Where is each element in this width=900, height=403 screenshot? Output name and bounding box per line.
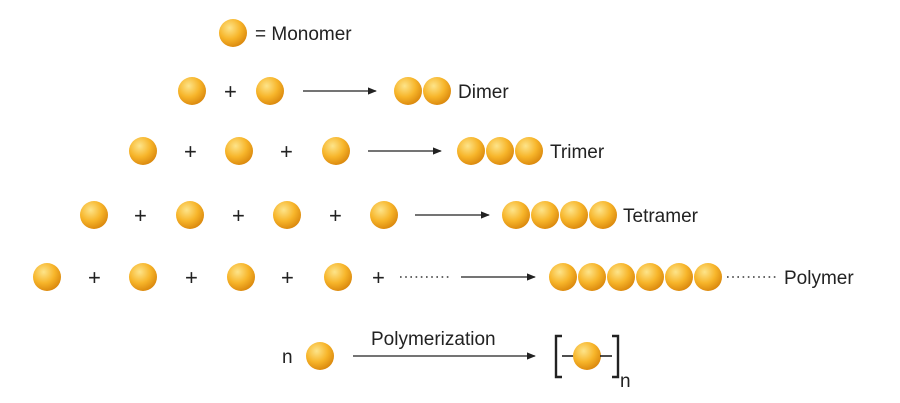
product-bead <box>502 201 530 229</box>
product-bead <box>531 201 559 229</box>
product-bead <box>486 137 514 165</box>
plus-sign: + <box>134 203 147 228</box>
product-label-tetramer: Tetramer <box>623 206 699 227</box>
product-bead <box>515 137 543 165</box>
product-chain-tetramer <box>502 201 617 229</box>
product-bead <box>549 263 577 291</box>
product-bead <box>694 263 722 291</box>
product-bead <box>423 77 451 105</box>
monomer-bead <box>225 137 253 165</box>
plus-sign: + <box>224 79 237 104</box>
plus-sign: + <box>280 139 293 164</box>
product-bead <box>394 77 422 105</box>
product-bead <box>636 263 664 291</box>
repeat-bead <box>573 342 601 370</box>
product-bead <box>457 137 485 165</box>
plus-sign: + <box>281 265 294 290</box>
product-bead <box>560 201 588 229</box>
product-label-dimer: Dimer <box>458 82 509 103</box>
monomer-bead <box>80 201 108 229</box>
monomer-bead <box>306 342 334 370</box>
monomer-bead <box>370 201 398 229</box>
plus-sign: + <box>372 265 385 290</box>
legend-label: = Monomer <box>255 24 352 45</box>
monomer-bead <box>227 263 255 291</box>
product-label-polymer: Polymer <box>784 268 854 289</box>
monomer-bead <box>322 137 350 165</box>
monomer-bead <box>273 201 301 229</box>
plus-sign: + <box>185 265 198 290</box>
row-dimer: + Dimer <box>178 77 509 105</box>
product-chain-polymer <box>549 263 722 291</box>
monomer-bead <box>129 263 157 291</box>
row-polymer: + + + + Polymer <box>33 263 854 291</box>
product-bead <box>607 263 635 291</box>
plus-sign: + <box>88 265 101 290</box>
legend: = Monomer <box>219 19 352 47</box>
left-bracket <box>554 334 562 379</box>
subscript-n: n <box>620 371 631 392</box>
monomer-bead <box>256 77 284 105</box>
product-label-trimer: Trimer <box>550 142 605 163</box>
n-prefix: n <box>282 347 293 368</box>
monomer-bead <box>324 263 352 291</box>
polymerization-equation: n Polymerization n <box>282 329 631 392</box>
right-bracket <box>612 334 620 379</box>
monomer-bead <box>178 77 206 105</box>
repeat-unit: n <box>554 334 631 392</box>
product-bead <box>665 263 693 291</box>
row-tetramer: + + + Tetramer <box>80 201 699 229</box>
monomer-bead <box>176 201 204 229</box>
plus-sign: + <box>184 139 197 164</box>
legend-monomer-bead <box>219 19 247 47</box>
polymerization-label: Polymerization <box>371 329 496 350</box>
plus-sign: + <box>329 203 342 228</box>
monomer-bead <box>129 137 157 165</box>
product-bead <box>578 263 606 291</box>
plus-sign: + <box>232 203 245 228</box>
product-chain-trimer <box>457 137 543 165</box>
monomer-bead <box>33 263 61 291</box>
row-trimer: + + Trimer <box>129 137 605 165</box>
product-chain-dimer <box>394 77 451 105</box>
product-bead <box>589 201 617 229</box>
